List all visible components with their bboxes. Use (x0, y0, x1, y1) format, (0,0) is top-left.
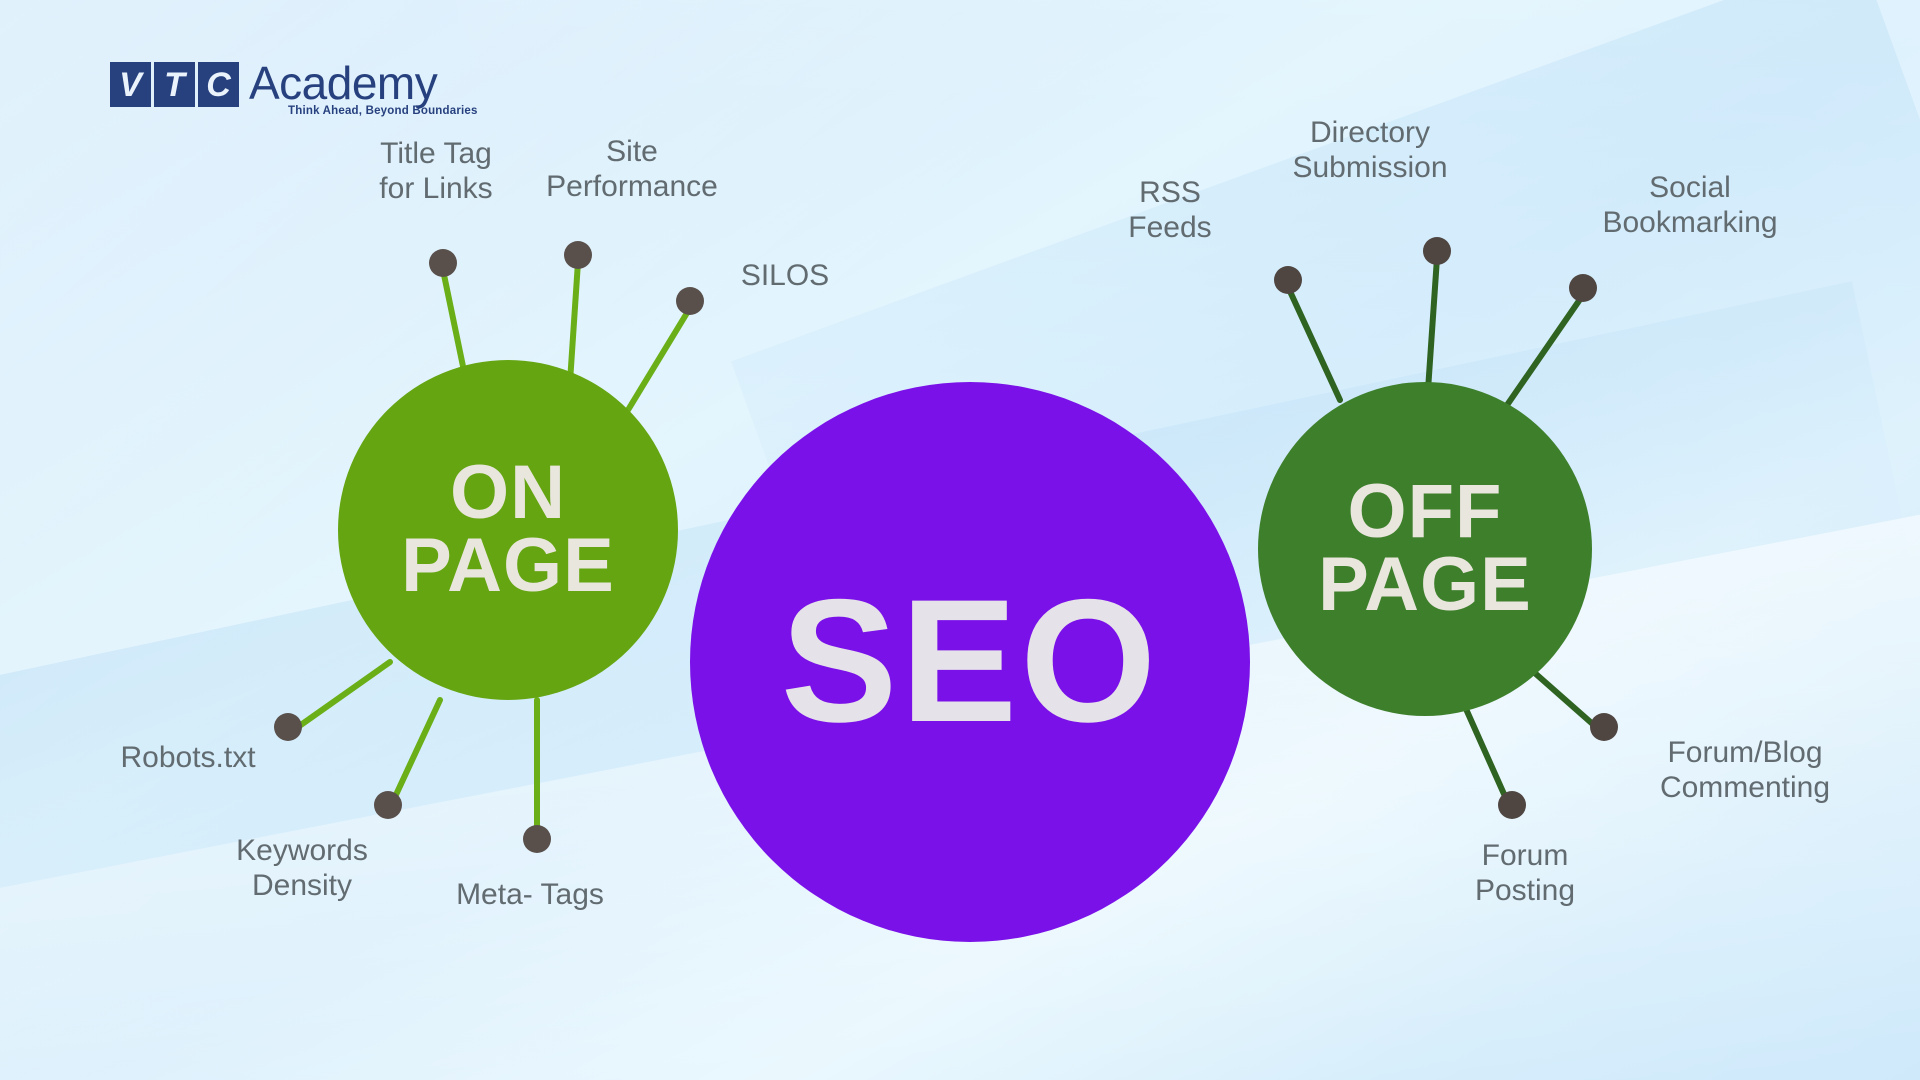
hub-on-page-line-2: PAGE (401, 523, 615, 608)
label-rss-feeds[interactable]: RSS Feeds (1128, 176, 1212, 245)
label-keywords-density[interactable]: Keywords Density (236, 834, 368, 903)
hub-off-page-line-2: PAGE (1318, 542, 1532, 627)
label-directory-submission[interactable]: Directory Submission (1292, 116, 1448, 185)
node-dot-keywords-density[interactable] (374, 791, 402, 819)
logo-tile-v: V (110, 62, 151, 107)
label-social-bookmarking[interactable]: Social Bookmarking (1602, 171, 1778, 240)
label-title-tag-for-links[interactable]: Title Tag for Links (379, 137, 493, 206)
node-dot-forum-blog-commenting[interactable] (1590, 713, 1618, 741)
node-dot-rss-feeds[interactable] (1274, 266, 1302, 294)
logo-tile-t: T (154, 62, 195, 107)
hub-on-page[interactable]: ON PAGE (338, 360, 678, 700)
node-dot-site-performance[interactable] (564, 241, 592, 269)
vtc-academy-logo: V T C Academy Think Ahead, Beyond Bounda… (110, 57, 477, 117)
logo-tagline: Think Ahead, Beyond Boundaries (288, 105, 478, 117)
node-dot-robots-txt[interactable] (274, 713, 302, 741)
hub-on-page-line-1: ON (450, 450, 566, 536)
hub-seo-center[interactable]: SEO (690, 382, 1250, 942)
node-dot-forum-posting[interactable] (1498, 791, 1526, 819)
node-dot-silos[interactable] (676, 287, 704, 315)
hub-off-page-line-1: OFF (1347, 469, 1503, 555)
hub-off-page[interactable]: OFF PAGE (1258, 382, 1592, 716)
label-forum-posting[interactable]: Forum Posting (1474, 839, 1576, 908)
label-silos[interactable]: SILOS (740, 259, 830, 292)
label-site-performance[interactable]: Site Performance (546, 135, 718, 204)
logo-wordmark: Academy (249, 57, 438, 109)
logo-row: V T C Academy (110, 57, 438, 109)
node-dot-meta-tags[interactable] (523, 825, 551, 853)
label-meta-tags[interactable]: Meta- Tags (456, 878, 604, 911)
node-dot-directory-submission[interactable] (1423, 237, 1451, 265)
hub-seo-label: SEO (780, 564, 1160, 759)
node-dot-social-bookmarking[interactable] (1569, 274, 1597, 302)
node-dot-title-tag-for-links[interactable] (429, 249, 457, 277)
label-robots-txt[interactable]: Robots.txt (120, 741, 256, 774)
logo-tile-c: C (198, 62, 239, 107)
label-forum-blog-commenting[interactable]: Forum/Blog Commenting (1659, 736, 1831, 805)
